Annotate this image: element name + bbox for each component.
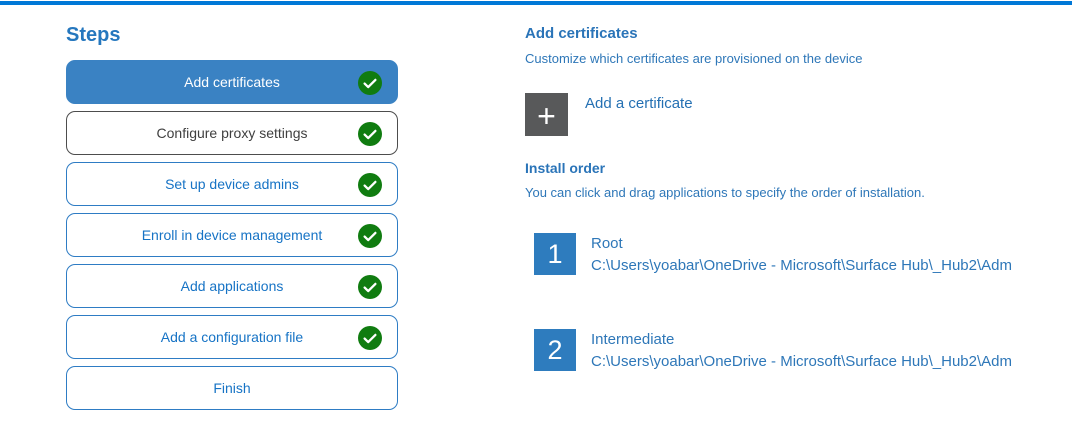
install-order-item-root[interactable]: 1 Root C:\Users\yoabar\OneDrive - Micros… xyxy=(534,233,1072,277)
step-set-up-device-admins[interactable]: Set up device admins xyxy=(66,162,398,206)
step-add-a-configuration-file[interactable]: Add a configuration file xyxy=(66,315,398,359)
check-icon xyxy=(358,224,382,248)
step-label: Set up device admins xyxy=(165,176,299,192)
section-title: Add certificates xyxy=(525,25,638,42)
steps-sidebar: Steps Add certificates Configure proxy s… xyxy=(66,24,398,417)
install-order-subtitle: You can click and drag applications to s… xyxy=(525,185,925,200)
certificate-path: C:\Users\yoabar\OneDrive - Microsoft\Sur… xyxy=(591,353,1012,370)
order-item-text: Intermediate C:\Users\yoabar\OneDrive - … xyxy=(591,329,1012,373)
step-label: Add applications xyxy=(180,278,284,294)
add-certificate-label: Add a certificate xyxy=(585,95,693,112)
section-subtitle: Customize which certificates are provisi… xyxy=(525,51,863,66)
certificate-path: C:\Users\yoabar\OneDrive - Microsoft\Sur… xyxy=(591,257,1012,274)
step-detail-panel: Add certificates Customize which certifi… xyxy=(525,25,1072,373)
certificate-name: Intermediate xyxy=(591,331,675,348)
install-order-item-intermediate[interactable]: 2 Intermediate C:\Users\yoabar\OneDrive … xyxy=(534,329,1072,373)
step-add-certificates[interactable]: Add certificates xyxy=(66,60,398,104)
order-number-badge: 2 xyxy=(534,329,576,371)
step-label: Enroll in device management xyxy=(141,227,323,243)
add-certificate-button[interactable]: + xyxy=(525,93,568,136)
install-order-title: Install order xyxy=(525,160,606,176)
check-icon xyxy=(358,71,382,95)
step-finish[interactable]: Finish xyxy=(66,366,398,410)
check-icon xyxy=(358,173,382,197)
check-icon xyxy=(358,122,382,146)
check-icon xyxy=(358,275,382,299)
step-add-applications[interactable]: Add applications xyxy=(66,264,398,308)
steps-title: Steps xyxy=(66,24,121,46)
step-enroll-in-device-management[interactable]: Enroll in device management xyxy=(66,213,398,257)
order-number-badge: 1 xyxy=(534,233,576,275)
plus-icon: + xyxy=(537,98,556,134)
step-label: Finish xyxy=(213,380,251,396)
step-label: Configure proxy settings xyxy=(156,125,308,141)
add-certificate-row: + Add a certificate xyxy=(525,93,1072,136)
certificate-name: Root xyxy=(591,235,623,252)
step-configure-proxy-settings[interactable]: Configure proxy settings xyxy=(66,111,398,155)
step-label: Add certificates xyxy=(184,74,280,90)
check-icon xyxy=(358,326,382,350)
step-label: Add a configuration file xyxy=(160,329,304,345)
top-accent-bar xyxy=(0,1,1072,5)
order-item-text: Root C:\Users\yoabar\OneDrive - Microsof… xyxy=(591,233,1012,277)
